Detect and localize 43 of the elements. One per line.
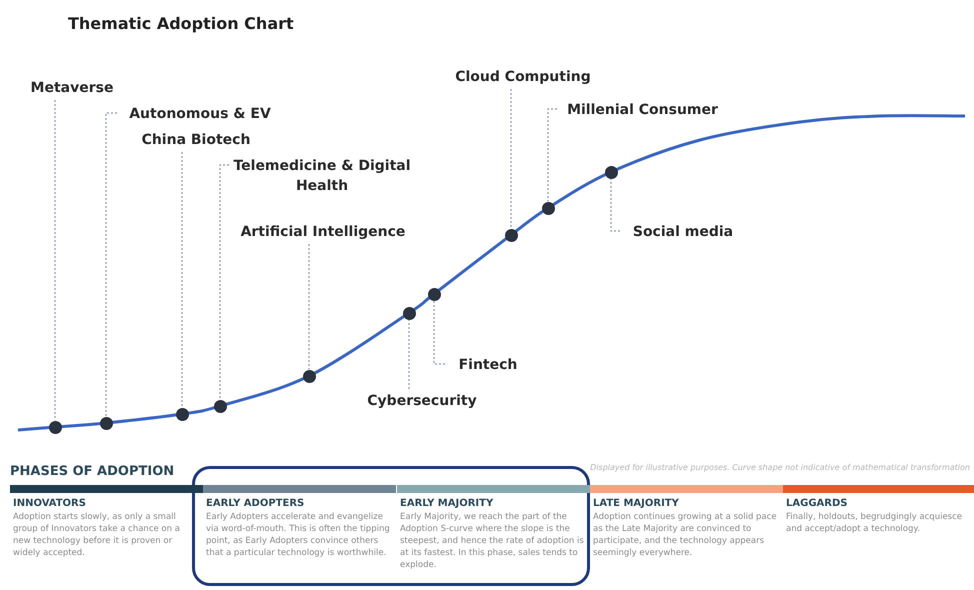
disclaimer-note: Displayed for illustrative purposes. Curve shape not indicative of mathematical transformation [589, 462, 970, 474]
leader-line [510, 89, 512, 228]
theme-label: Fintech [448, 355, 528, 375]
theme-label: Cloud Computing [448, 67, 598, 87]
theme-label: Cybersecurity [362, 391, 482, 411]
leader-line [610, 178, 620, 232]
curve-point [402, 306, 416, 320]
theme-label: Metaverse [22, 78, 122, 98]
leader-line [54, 100, 56, 420]
phase-description: Finally, holdouts, begrudgingly acquiesce and accept/adopt a technology. [786, 511, 964, 535]
phase-description: Adoption continues growing at a solid pace as the Late Majority are convinced to participate, and the technology appears seemingly everywhere. [593, 511, 777, 559]
leader-line [308, 244, 310, 370]
theme-label: Millenial Consumer [560, 100, 725, 120]
leader-line [547, 108, 557, 202]
curve-point [302, 370, 316, 382]
phase-description: Adoption starts slowly, as only a small group of Innovators take a chance on a new technology before it is proven or widely accepted. [13, 511, 181, 559]
chart-title: Thematic Adoption Chart [68, 13, 294, 35]
curve-point [604, 166, 618, 178]
curve-point [428, 288, 440, 300]
theme-label: Artificial Intelligence [238, 222, 408, 242]
leader-line [219, 164, 229, 400]
section-heading: PHASES OF ADOPTION [10, 463, 174, 481]
leader-line [105, 112, 117, 416]
leader-line [181, 152, 183, 408]
leader-line [408, 320, 410, 389]
curve-point [176, 408, 188, 420]
phase-heading: INNOVATORS [13, 497, 87, 511]
curve-point [48, 420, 62, 434]
phase-heading: LAGGARDS [786, 497, 848, 511]
phase-description: Early Majority, we reach the part of the Adoption S-curve where the slope is the steepest, and hence the rate of adoption is at its fastest. In this phase, sales tends to explode. [400, 511, 584, 571]
leader-line [433, 300, 445, 365]
curve-point [542, 202, 554, 214]
phase-description: Early Adopters accelerate and evangelize via word-of-mouth. This is often the tipping point, as Early Adopters convince others that a particular technology is worthwhile. [206, 511, 390, 559]
phase-heading: EARLY MAJORITY [400, 497, 494, 511]
theme-label: Telemedicine & Digital Health [232, 156, 412, 196]
theme-label: Social media [623, 222, 743, 242]
curve-point [100, 416, 112, 430]
phase-heading: LATE MAJORITY [593, 497, 680, 511]
theme-label: Autonomous & EV [120, 104, 280, 124]
curve-point [504, 228, 518, 242]
phase-heading: EARLY ADOPTERS [206, 497, 306, 511]
curve-point [214, 400, 226, 412]
theme-label: China Biotech [136, 130, 256, 150]
